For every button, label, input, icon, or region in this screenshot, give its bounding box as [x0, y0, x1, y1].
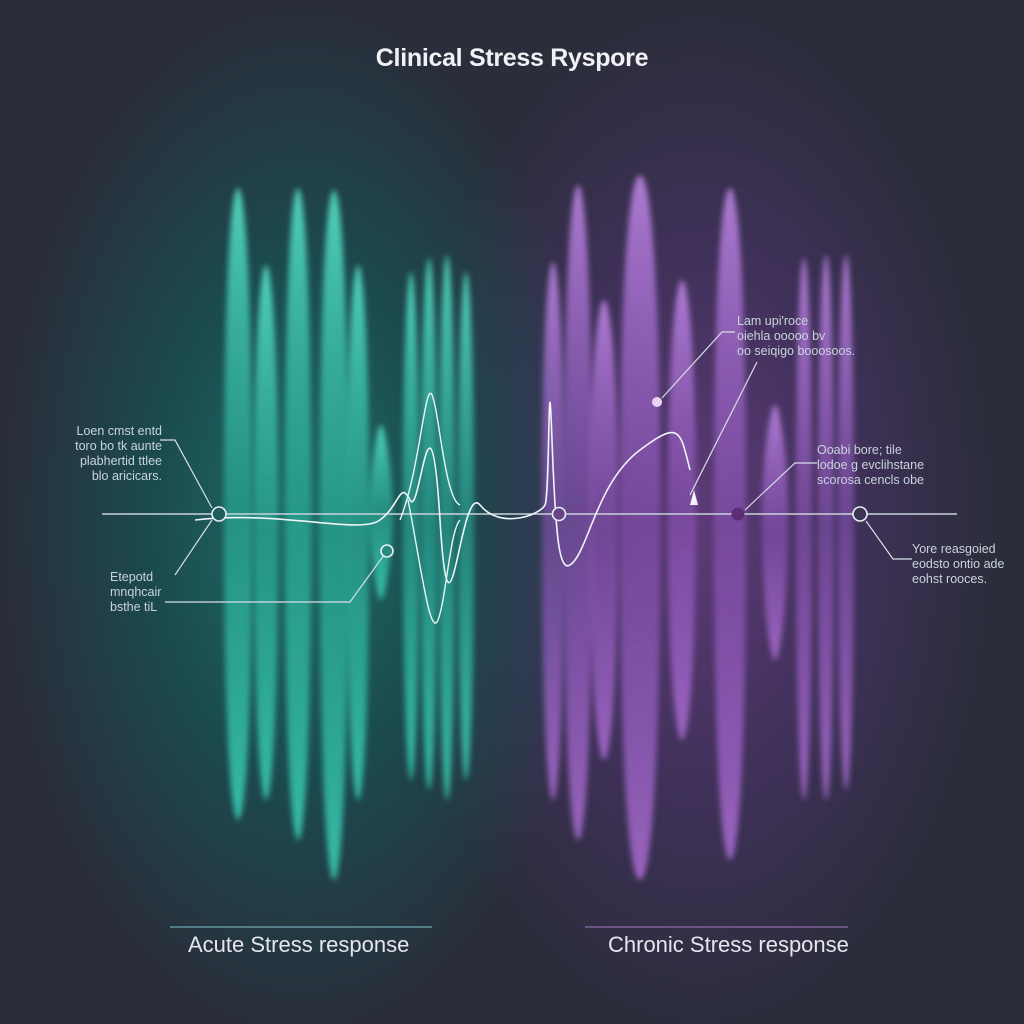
annotation-line: mnqhcair [110, 585, 162, 599]
wave-peak [668, 280, 696, 740]
annotation-line: scorosa cencls obe [817, 473, 925, 487]
cursor-icon [690, 490, 698, 505]
annotation-line: toro bo tk aunte [75, 439, 162, 453]
wave-peak [838, 255, 854, 790]
callout-lines [160, 331, 912, 603]
marker-points [211, 397, 868, 558]
marker-point [652, 397, 662, 407]
wave-peak [369, 425, 393, 600]
page-title: Clinical Stress Ryspore [375, 44, 649, 72]
wave-peak [818, 255, 834, 800]
marker-point [731, 507, 745, 521]
annotation-line: oo seiqigo booosoos. [737, 344, 856, 358]
annotation-line: lodoe g evclihstane [817, 458, 925, 472]
marker-point [380, 544, 394, 558]
marker-point [852, 506, 868, 522]
wave-peak [439, 255, 455, 800]
wave-peak [347, 265, 369, 800]
wave-peak [421, 258, 437, 790]
annotation-line: Etepotd [110, 570, 154, 584]
wave-peak [320, 190, 348, 880]
annotation-line: eodsto ontio ade [912, 557, 1005, 571]
signal-trace [194, 401, 691, 584]
wave-peak [403, 272, 419, 780]
annotation-left-top: Loen cmst entd toro bo tk aunte plabhert… [62, 424, 162, 484]
wave-peak [542, 262, 564, 800]
marker-point [211, 506, 227, 522]
wave-peak [714, 188, 746, 860]
annotation-line: Ooabi bore; tile [817, 443, 902, 457]
annotation-line: eohst rooces. [912, 572, 988, 586]
marker-point [551, 506, 567, 522]
annotation-right-middle: Ooabi bore; tile lodoe g evclihstane sco… [817, 443, 924, 488]
annotation-line: Lam upi'roce [737, 314, 809, 328]
annotation-right-top: Lam upi'roce oiehla ooooo bv oo seiqigo … [737, 314, 855, 359]
wave-peak [590, 300, 618, 760]
wave-peak [254, 265, 278, 800]
acute-trace [399, 392, 461, 624]
chronic-label: Chronic Stress response [608, 932, 849, 957]
annotation-line: plabhertid ttlee [79, 454, 162, 468]
wave-peak [762, 405, 788, 660]
annotation-right-bottom: Yore reasgoied eodsto ontio ade eohst ro… [912, 542, 1004, 587]
annotation-line: blo aricicars. [91, 469, 162, 483]
wave-peak [224, 188, 252, 820]
wave-peak [564, 185, 592, 840]
annotation-line: Loen cmst entd [76, 424, 162, 438]
wave-peak [458, 272, 474, 780]
annotation-line: oiehla ooooo bv [737, 329, 826, 343]
annotation-line: bsthe tiL [110, 600, 158, 614]
acute-label: Acute Stress response [188, 932, 410, 957]
wave-peak [796, 258, 812, 800]
annotation-left-bottom: Etepotd mnqhcair bsthe tiL [110, 570, 161, 615]
annotation-line: Yore reasgoied [912, 542, 996, 556]
wave-peak [620, 175, 660, 880]
